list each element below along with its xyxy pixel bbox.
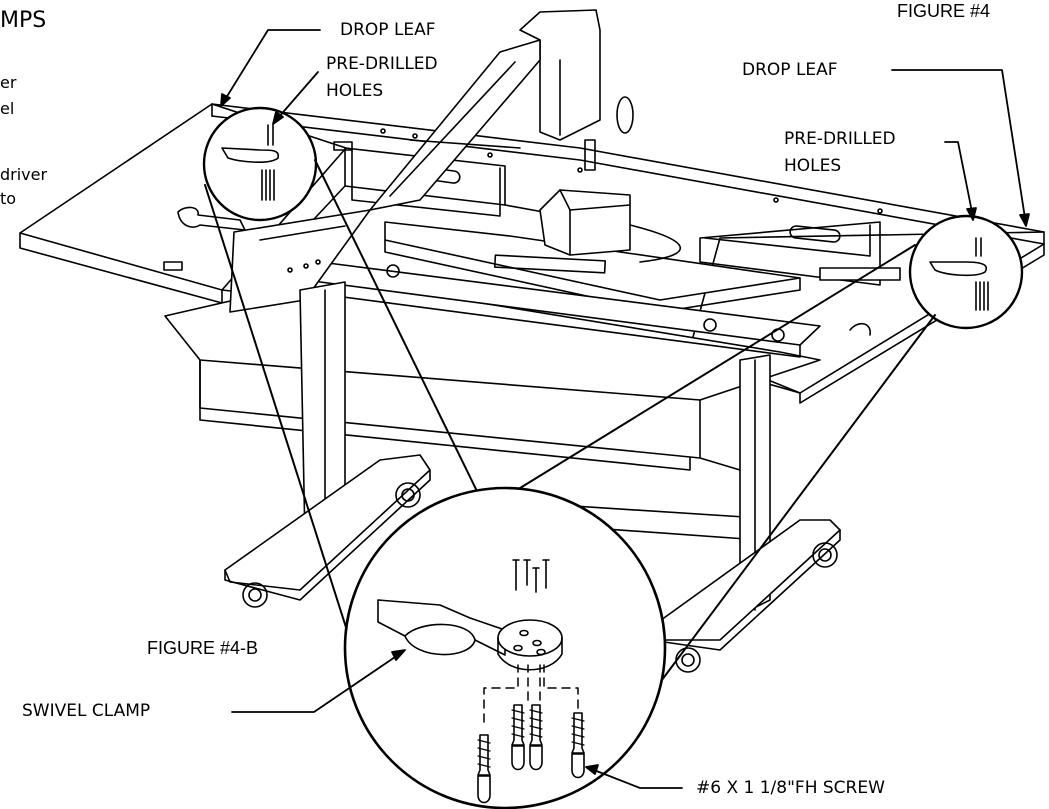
screw-label: #6 X 1 1/8"FH SCREW xyxy=(696,778,885,798)
pre-drilled-label-right-line1: PRE-DRILLED xyxy=(784,129,896,149)
figure-label-top-right: FIGURE #4 xyxy=(897,1,991,21)
enlarged-detail xyxy=(343,486,667,809)
side-text-fragment-3: driver xyxy=(0,165,48,184)
pre-drilled-label-left-line1: PRE-DRILLED xyxy=(326,54,438,74)
pre-drilled-label-right-line2: HOLES xyxy=(784,156,842,176)
side-text-fragment-1: er xyxy=(0,73,17,92)
screws xyxy=(477,704,585,804)
side-text-fragment-4: to xyxy=(0,189,17,208)
detail-circle-left xyxy=(202,106,318,222)
figure-label-bottom: FIGURE #4-B xyxy=(147,638,259,658)
pre-drilled-label-left-line2: HOLES xyxy=(326,81,384,101)
machine-carriage xyxy=(369,9,681,263)
detail-circle-right xyxy=(908,214,1024,330)
legs xyxy=(224,281,841,673)
small-clamp-parts xyxy=(163,141,901,336)
heading-fragment: MPS xyxy=(0,8,47,33)
swivel-clamp-label: SWIVEL CLAMP xyxy=(22,701,151,721)
side-text-fragment-2: el xyxy=(0,99,15,118)
drop-leaf-label-left: DROP LEAF xyxy=(340,20,436,40)
drop-leaf-label-right: DROP LEAF xyxy=(742,60,838,80)
leader-lines xyxy=(220,29,1030,789)
